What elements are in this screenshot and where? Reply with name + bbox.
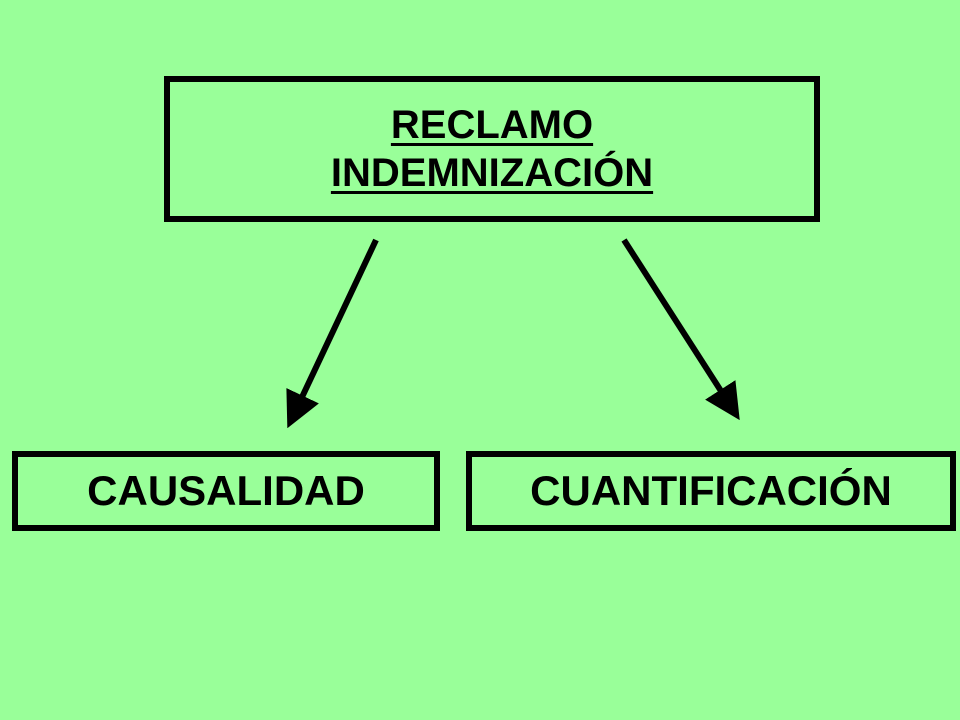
cuantificacion-label: CUANTIFICACIÓN [530, 467, 892, 514]
arrow-to-cuantificacion [621, 238, 740, 421]
root-node-line-1: RECLAMO [390, 103, 594, 147]
causalidad-label: CAUSALIDAD [87, 467, 365, 514]
causalidad-node-box: CAUSALIDAD [12, 451, 440, 531]
root-node-box: RECLAMO INDEMNIZACIÓN [164, 76, 820, 222]
root-node-line-2: INDEMNIZACIÓN [330, 151, 654, 195]
arrow-to-causalidad [286, 238, 379, 429]
cuantificacion-node-box: CUANTIFICACIÓN [466, 451, 956, 531]
